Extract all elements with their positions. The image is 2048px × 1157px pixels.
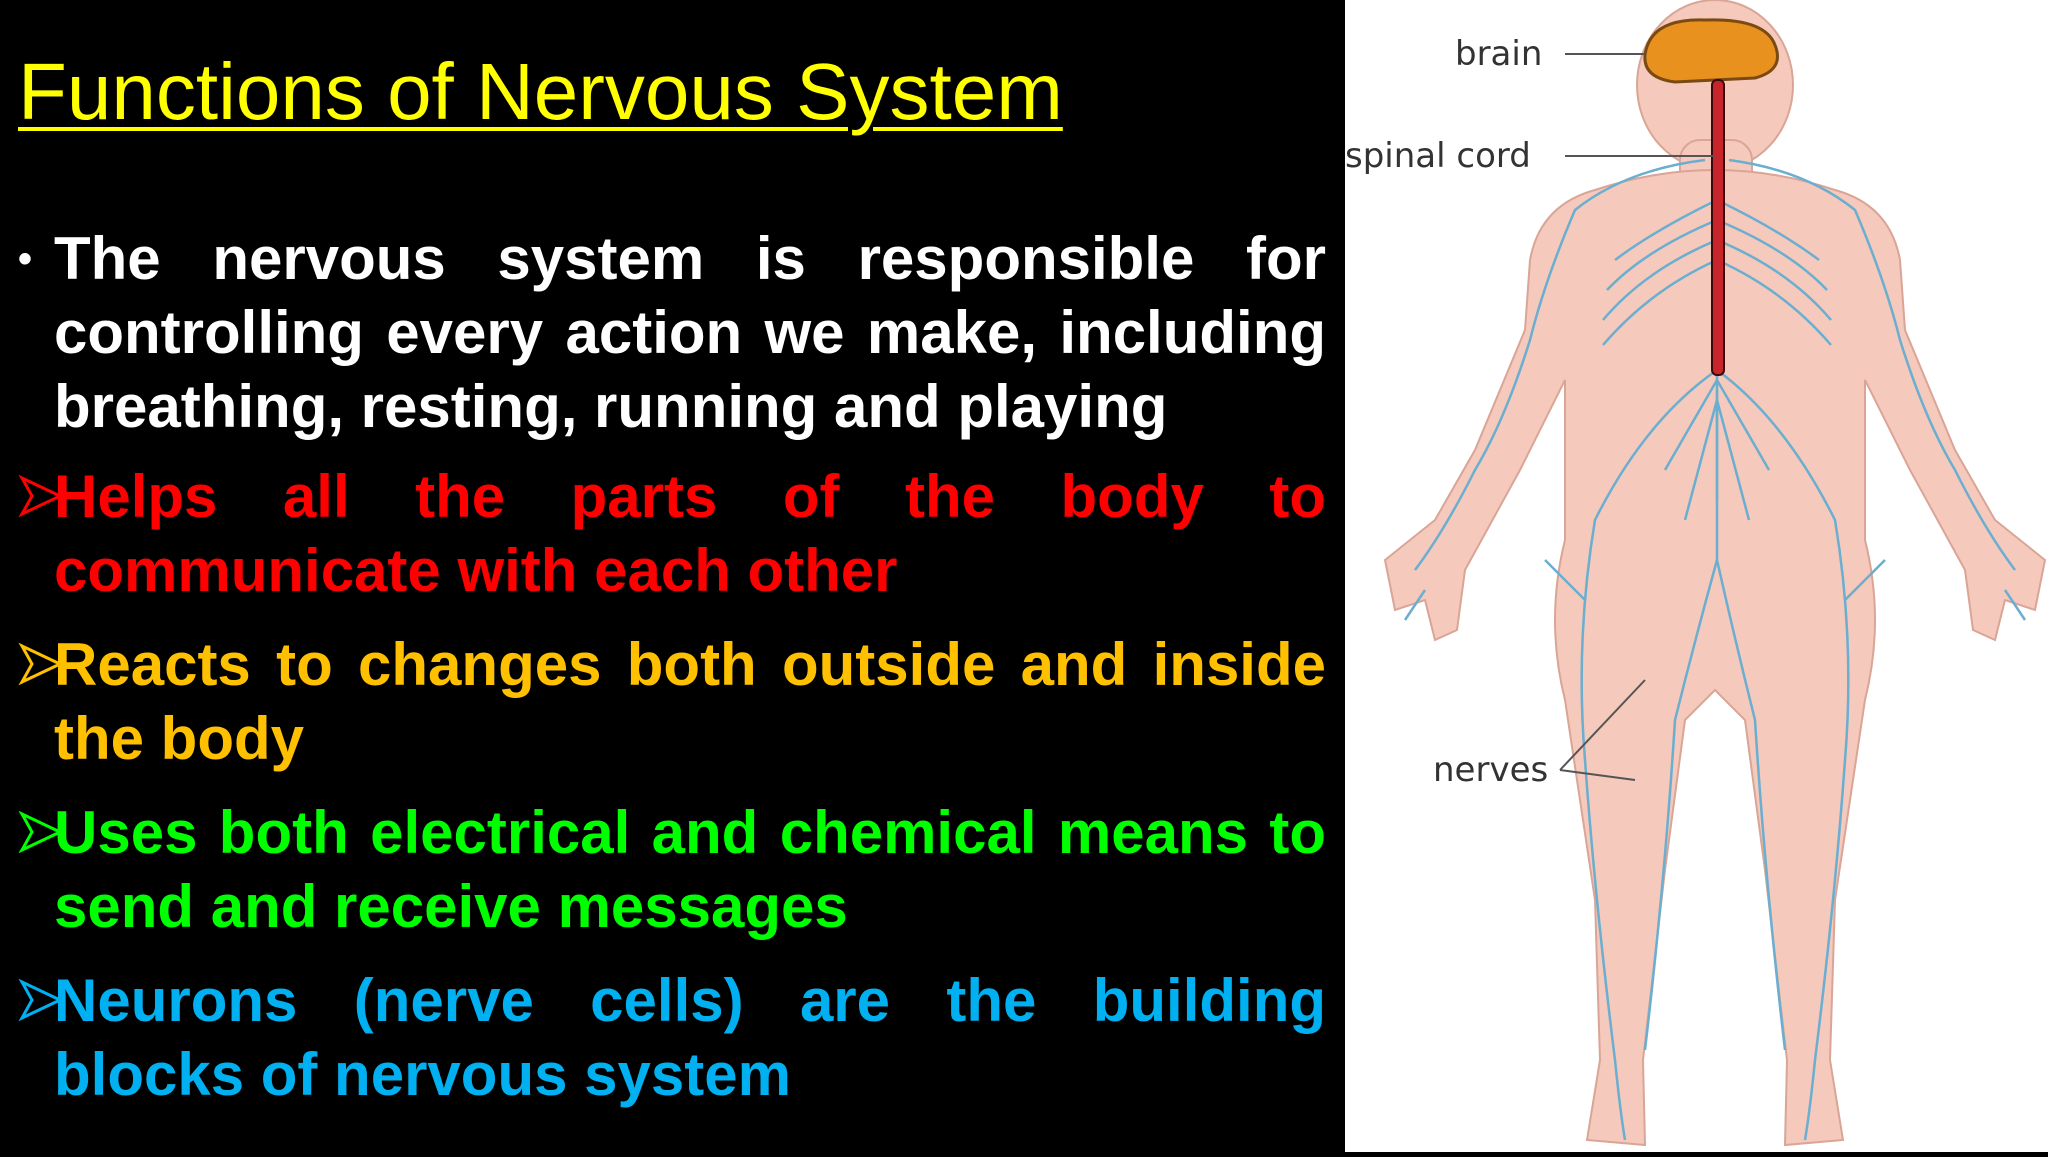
arrow-icon (18, 460, 62, 518)
label-brain: brain (1455, 34, 1543, 74)
bullet-text: The nervous system is responsible for co… (54, 225, 1326, 440)
bullet-item: • The nervous system is responsible for … (18, 222, 1326, 444)
bullet-text: Neurons (nerve cells) are the building b… (54, 967, 1326, 1108)
bullet-item: Neurons (nerve cells) are the building b… (18, 964, 1326, 1112)
brain-shape (1643, 18, 1779, 84)
bullet-item: Uses both electrical and chemical means … (18, 796, 1326, 944)
body-illustration (1383, 0, 2047, 1147)
arrow-icon (18, 796, 62, 854)
slide-title: Functions of Nervous System (18, 47, 1063, 136)
dot-icon: • (18, 237, 33, 281)
label-nerves: nerves (1433, 750, 1549, 790)
bullet-text: Uses both electrical and chemical means … (54, 799, 1326, 940)
bullet-item: Helps all the parts of the body to commu… (18, 460, 1326, 608)
arrow-icon (18, 628, 62, 686)
label-leader-lines (1559, 53, 1715, 781)
arrow-icon (18, 964, 62, 1022)
nerves-network (1403, 158, 2027, 1141)
bullet-text: Helps all the parts of the body to commu… (54, 463, 1326, 604)
label-spinal-cord: spinal cord (1345, 136, 1531, 176)
bullet-text: Reacts to changes both outside and insid… (54, 631, 1326, 772)
bullet-list: • The nervous system is responsible for … (18, 222, 1326, 1132)
nervous-system-figure: brain spinal cord nerves (1345, 0, 2048, 1152)
bullet-item: Reacts to changes both outside and insid… (18, 628, 1326, 776)
spinal-cord-shape (1711, 79, 1725, 376)
